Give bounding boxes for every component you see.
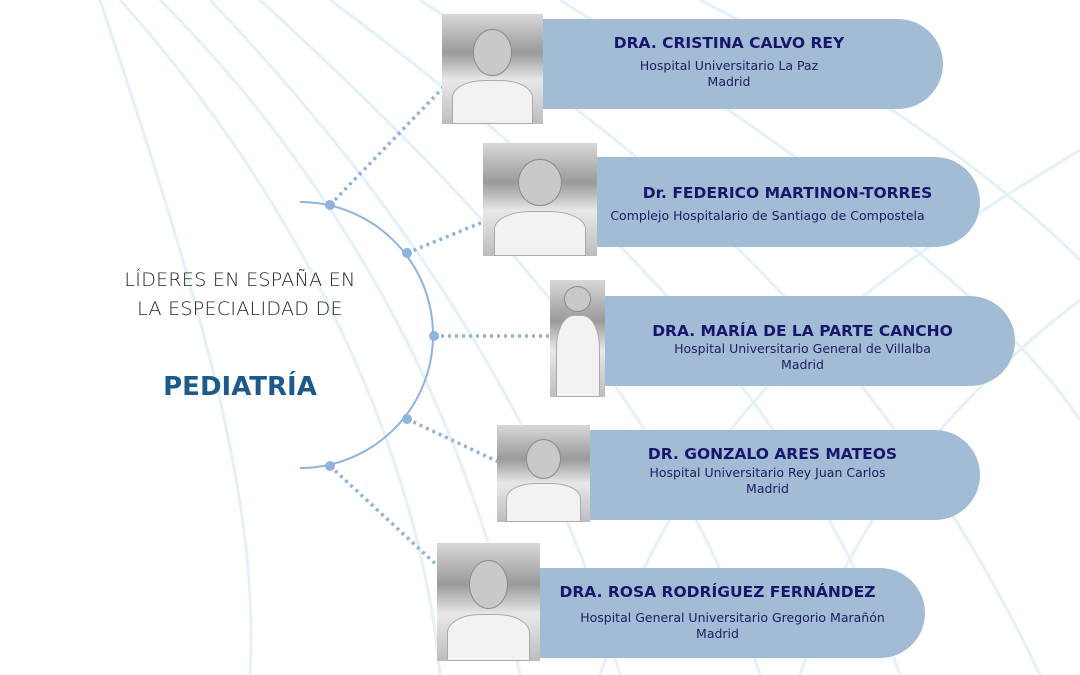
doctor-hospital: Hospital Universitario La Paz xyxy=(639,58,819,73)
doctor-name: DRA. CRISTINA CALVO REY xyxy=(613,34,845,52)
doctor-card: Dr. FEDERICO MARTINON-TORRES Complejo Ho… xyxy=(555,157,980,247)
heading-line-1: LÍDERES EN ESPAÑA EN xyxy=(124,269,356,291)
doctor-hospital: Hospital General Universitario Gregorio … xyxy=(580,610,885,625)
heading: LÍDERES EN ESPAÑA EN LA ESPECIALIDAD DE xyxy=(95,266,385,324)
doctor-photo xyxy=(497,425,590,522)
doctor-hospital: Hospital Universitario General de Villal… xyxy=(674,341,931,356)
doctor-name: Dr. FEDERICO MARTINON-TORRES xyxy=(642,184,933,202)
doctor-photo xyxy=(483,143,597,256)
doctor-hospital: Hospital Universitario Rey Juan Carlos xyxy=(649,465,886,480)
arc xyxy=(299,201,434,469)
doctor-card: DR. GONZALO ARES MATEOS Hospital Univers… xyxy=(555,430,980,520)
doctor-city: Madrid xyxy=(696,626,739,641)
doctor-card: DRA. CRISTINA CALVO REY Hospital Univers… xyxy=(515,19,943,109)
doctor-name: DRA. ROSA RODRÍGUEZ FERNÁNDEZ xyxy=(559,583,876,601)
doctor-name: DRA. MARÍA DE LA PARTE CANCHO xyxy=(652,322,953,340)
connectors xyxy=(328,66,560,584)
doctor-card: DRA. MARÍA DE LA PARTE CANCHO Hospital U… xyxy=(590,296,1015,386)
doctor-photo xyxy=(442,14,543,124)
specialty-title: PEDIATRÍA xyxy=(163,372,317,402)
doctor-photo xyxy=(550,280,605,397)
heading-line-2: LA ESPECIALIDAD DE xyxy=(137,298,343,320)
doctor-name: DR. GONZALO ARES MATEOS xyxy=(647,445,898,463)
doctor-city: Madrid xyxy=(746,481,789,496)
doctor-card: DRA. ROSA RODRÍGUEZ FERNÁNDEZ Hospital G… xyxy=(510,568,925,658)
doctor-city: Madrid xyxy=(781,357,824,372)
arc-dots xyxy=(325,200,439,471)
doctor-hospital: Complejo Hospitalario de Santiago de Com… xyxy=(610,208,925,223)
doctor-city: Madrid xyxy=(707,74,751,89)
doctor-photo xyxy=(437,543,540,661)
